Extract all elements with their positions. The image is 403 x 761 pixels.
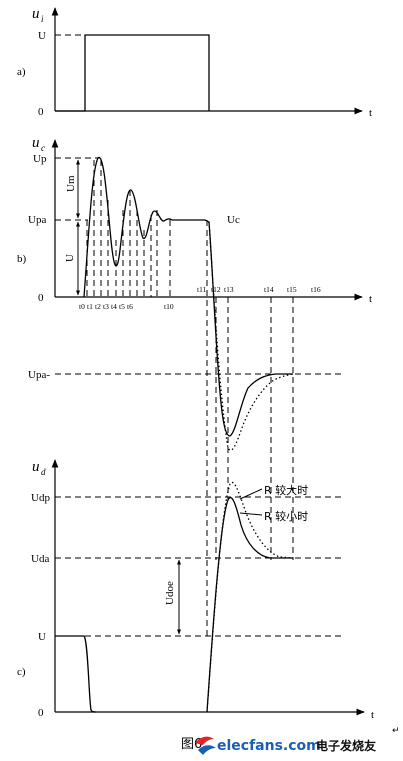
panel-b-upa-neg-label: Upa-: [28, 369, 50, 381]
panel-b-label: b): [17, 253, 27, 265]
panel-c-u-label: U: [38, 631, 46, 643]
tick-t2: t2: [95, 302, 101, 311]
panel-c-udp-label: Udp: [31, 492, 50, 504]
panel-a-time-label: t: [369, 107, 372, 119]
panel-a-level-label: U: [38, 30, 46, 42]
panel-b-time-label: t: [369, 293, 372, 305]
panel-b-left-guides: [86, 160, 171, 297]
tick-t11: t11: [197, 285, 207, 294]
panel-c-zero-label: 0: [38, 707, 44, 719]
elecfans-logo-icon: [195, 736, 216, 755]
panel-a-axis-sub: i: [41, 14, 44, 24]
panel-b-axis-var: u: [32, 135, 40, 151]
tick-t3: t3: [103, 302, 109, 311]
tick-t16: t16: [311, 285, 321, 294]
panel-c-udoe-label: Udoe: [164, 581, 176, 605]
panel-c-axis-var: u: [32, 459, 40, 475]
r-large-label: R 较大时: [264, 483, 308, 497]
panel-b-um-label: Um: [65, 175, 77, 192]
panel-c-fall-curve: [55, 635, 97, 713]
panel-b: u c Up Upa 0 t b) Uc Upa- Um U: [17, 135, 372, 640]
tick-t12: t12: [211, 285, 221, 294]
tick-t0: t0: [79, 302, 85, 311]
watermark: elecfans.com 电子发烧友: [195, 736, 376, 755]
panel-a-label: a): [17, 66, 26, 78]
panel-b-right-guides: [206, 220, 294, 640]
panel-a-pulse: [55, 34, 210, 112]
tick-t4: t4: [111, 302, 117, 311]
panel-b-upa-label: Upa: [28, 214, 46, 226]
panel-c-uda-label: Uda: [31, 553, 49, 565]
panel-b-uc-label: Uc: [227, 214, 240, 226]
tick-t6: t6: [127, 302, 133, 311]
panel-b-axis-sub: c: [41, 143, 45, 153]
watermark-site: elecfans.com: [217, 738, 321, 754]
panel-b-zero-label: 0: [38, 292, 44, 304]
tick-t14: t14: [264, 285, 274, 294]
tick-t1: t1: [87, 302, 93, 311]
caption-cursor: ↵: [392, 726, 400, 736]
r-small-pointer: [239, 512, 263, 516]
panel-c: u d Udp Uda U 0 t c) Udoe R 较大时 R 较小时: [17, 459, 374, 721]
panel-c-dotted-curve: [206, 481, 294, 713]
panel-a-zero-label: 0: [38, 106, 44, 118]
tick-t15: t15: [287, 285, 297, 294]
panel-b-ringing-curve: [83, 157, 293, 437]
panel-c-label: c): [17, 666, 26, 678]
tick-t13: t13: [224, 285, 234, 294]
tick-t5: t5: [119, 302, 125, 311]
r-small-label: R 较小时: [264, 509, 308, 523]
panel-a: u i U 0 t a): [17, 6, 372, 119]
panel-b-up-label: Up: [33, 153, 47, 165]
watermark-cn: 电子发烧友: [316, 738, 376, 753]
panel-b-u-label: U: [64, 254, 76, 262]
panel-b-dotted-curve: [208, 221, 294, 451]
panel-c-time-label: t: [371, 709, 374, 721]
figure-caption: 图6: [181, 737, 202, 752]
r-large-pointer: [239, 488, 263, 500]
panel-a-axis-var: u: [32, 6, 40, 22]
panel-c-solid-curve: [206, 497, 293, 713]
panel-c-axis-sub: d: [41, 467, 46, 477]
panel-b-tick-labels: t0 t1 t2 t3 t4 t5 t6 t10 t11 t12 t13 t14…: [79, 285, 321, 311]
tick-t10: t10: [164, 302, 174, 311]
caption-area: 图6 ↵: [181, 726, 400, 752]
